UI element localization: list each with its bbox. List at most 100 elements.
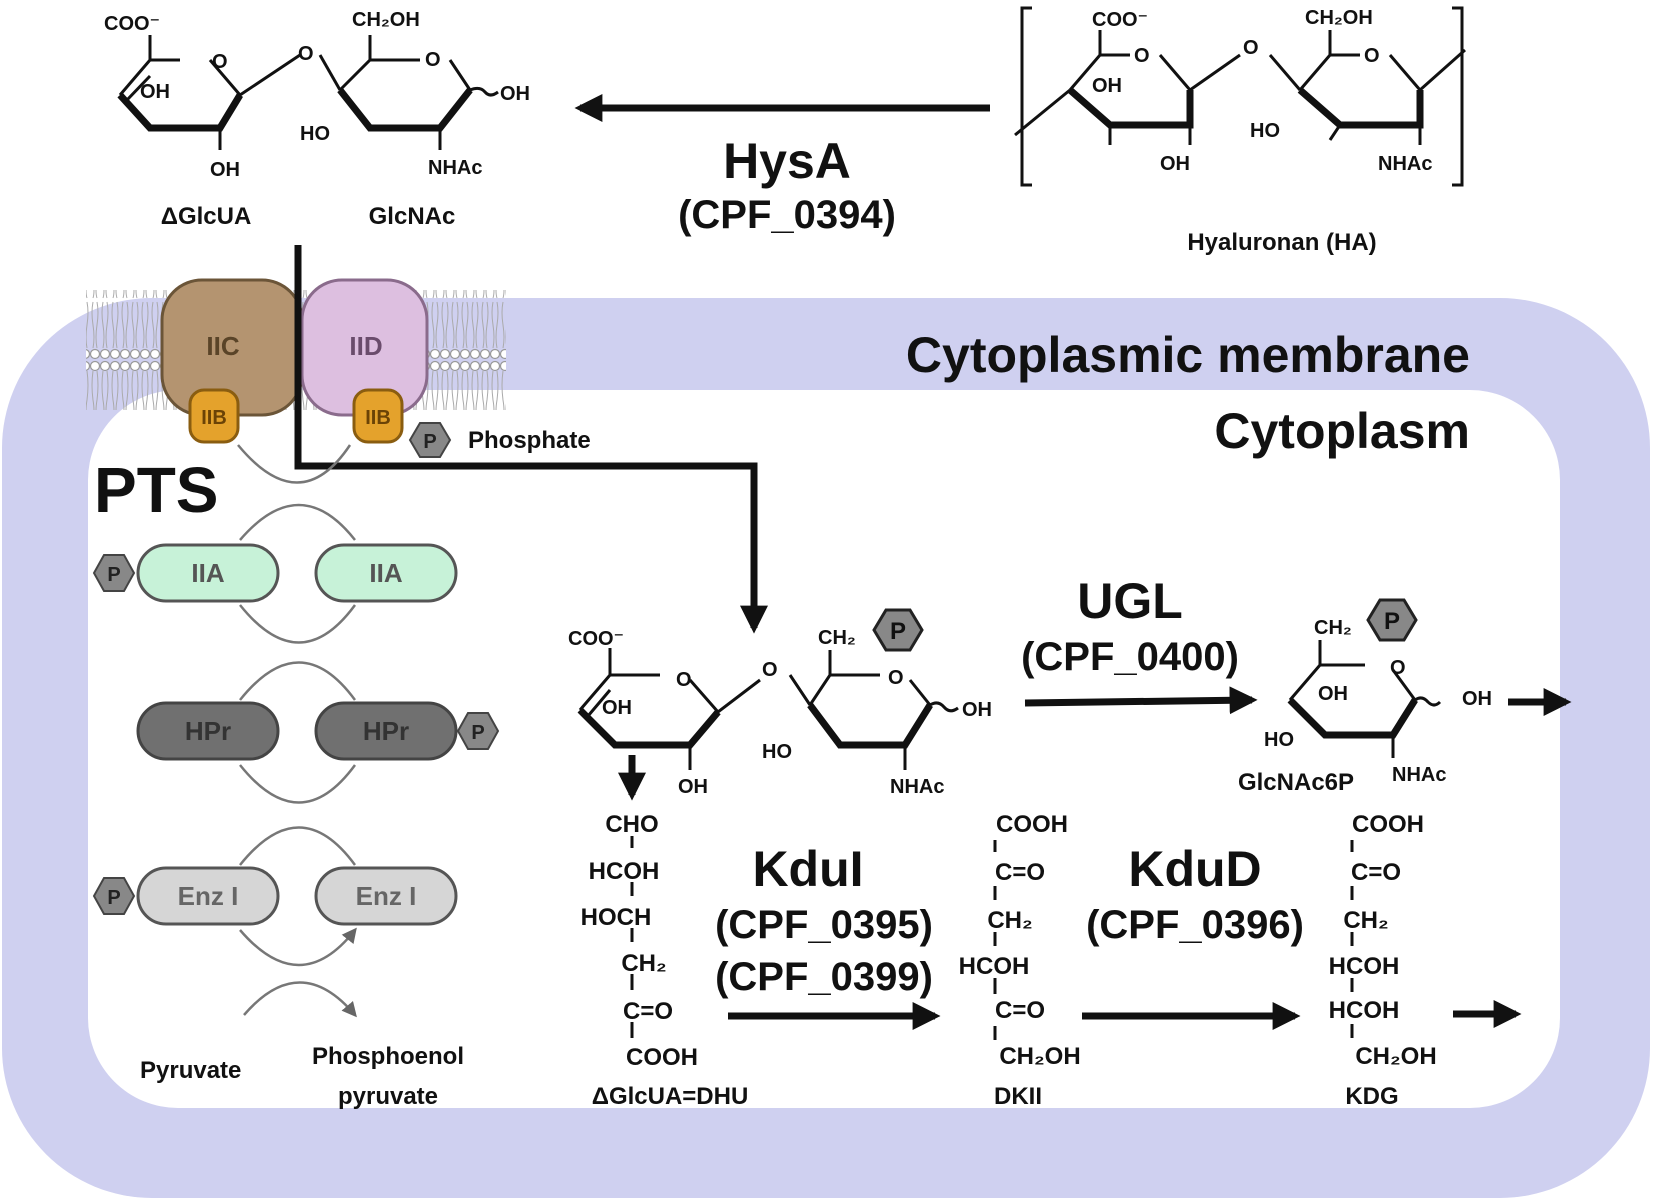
kdud-id: (CPF_0396) xyxy=(1086,903,1304,947)
iib-right xyxy=(352,388,404,444)
ds-nhac: NHAc xyxy=(428,157,482,179)
iib-left xyxy=(188,388,240,444)
enzi-right xyxy=(314,866,458,926)
phosphate-hexagon-iib xyxy=(408,422,452,458)
cytoplasm-label: Cytoplasm xyxy=(1214,403,1470,459)
hyaluronan-structure: COO⁻ O O CH₂OH O OH OH HO NHAc Hyalurona… xyxy=(1014,6,1466,256)
pd-oh-bottom: OH xyxy=(678,776,708,798)
kdg-line-1: COOH xyxy=(1352,811,1424,838)
phosphate-p-hpr: P xyxy=(471,722,484,744)
dhu-line-5: C=O xyxy=(623,998,673,1025)
pep-label-2: pyruvate xyxy=(338,1083,438,1110)
ugl-name: UGL xyxy=(1077,573,1183,629)
ha-ho: HO xyxy=(1250,120,1280,142)
hysa-name: HysA xyxy=(723,133,851,189)
ds-glycosidic-o: O xyxy=(298,43,314,65)
hyaluronan-label: Hyaluronan (HA) xyxy=(1187,229,1376,256)
glcnac6p-structure: CH₂ P O OH OH HO NHAc GlcNAc6P xyxy=(1238,598,1572,796)
pd-nhac: NHAc xyxy=(890,776,944,798)
dhu-line-6: COOH xyxy=(626,1044,698,1071)
iic-label: IIC xyxy=(206,331,239,361)
kdg-line-6: CH₂OH xyxy=(1355,1043,1436,1070)
g6p-oh-right: OH xyxy=(1462,688,1492,710)
pts-transporter: IIC IID IIB IIB P Phosphate PTS IIA IIA … xyxy=(92,245,768,1110)
dkii-line-3: CH₂ xyxy=(987,907,1032,934)
pd-glycosidic-o: O xyxy=(762,659,778,681)
iib-right-label: IIB xyxy=(365,407,391,429)
kdui-id-1: (CPF_0395) xyxy=(715,903,933,947)
dhu-line-3: HOCH xyxy=(581,904,652,931)
kdg-line-2: C=O xyxy=(1351,859,1401,886)
ha-oh-bottom: OH xyxy=(1160,153,1190,175)
iia-left-label: IIA xyxy=(191,558,224,588)
dkii-structure: COOH C=O CH₂ HCOH C=O CH₂OH DKII xyxy=(959,811,1081,1110)
dkii-line-6: CH₂OH xyxy=(999,1043,1080,1070)
dkii-line-2: C=O xyxy=(995,859,1045,886)
iia-right-label: IIA xyxy=(369,558,402,588)
phosphate-hexagon-hpr xyxy=(456,712,500,750)
g6p-ch2: CH₂ xyxy=(1314,617,1352,639)
pd-coo: COO⁻ xyxy=(568,628,624,650)
iid-label: IID xyxy=(349,331,382,361)
phosphate-p-iib: P xyxy=(423,431,436,453)
ha-ring-o1: O xyxy=(1134,45,1150,67)
kdui-name: KduI xyxy=(752,841,863,897)
pd-phosphate-p: P xyxy=(890,618,906,645)
phospho-disaccharide-structure: COO⁻ O O CH₂ P O OH OH OH HO NHAc xyxy=(568,608,992,801)
pd-ring-o2: O xyxy=(888,667,904,689)
pd-oh-left: OH xyxy=(602,697,632,719)
ds-coo: COO⁻ xyxy=(104,13,160,35)
kdud-name: KduD xyxy=(1128,841,1261,897)
g6p-ho: HO xyxy=(1264,729,1294,751)
ds-ho: HO xyxy=(300,123,330,145)
kdg-structure: COOH C=O CH₂ HCOH HCOH CH₂OH KDG xyxy=(1329,811,1437,1110)
ha-ch2oh: CH₂OH xyxy=(1305,7,1373,29)
g6p-ring-o: O xyxy=(1390,657,1406,679)
g6p-nhac: NHAc xyxy=(1392,764,1446,786)
iib-left-label: IIB xyxy=(201,407,227,429)
ha-glycosidic-o: O xyxy=(1243,37,1259,59)
hpr-left xyxy=(136,701,280,761)
phosphate-label: Phosphate xyxy=(468,427,591,454)
pd-ho: HO xyxy=(762,741,792,763)
hpr-right xyxy=(314,701,458,761)
dkii-line-5: C=O xyxy=(995,997,1045,1024)
dhu-line-4: CH₂ xyxy=(621,950,666,977)
ha-nhac: NHAc xyxy=(1378,153,1432,175)
phosphate-p-iia: P xyxy=(107,564,120,586)
pd-ch2: CH₂ xyxy=(818,627,856,649)
phosphate-hexagon-iia xyxy=(92,554,136,592)
kdg-line-3: CH₂ xyxy=(1343,907,1388,934)
kdg-label: KDG xyxy=(1345,1083,1398,1110)
ds-oh-bottom: OH xyxy=(210,159,240,181)
ugl-id: (CPF_0400) xyxy=(1021,635,1239,679)
hysa-id: (CPF_0394) xyxy=(678,193,896,237)
enzi-left xyxy=(136,866,280,926)
loop-hpr-enzi xyxy=(239,764,357,804)
ha-coo: COO⁻ xyxy=(1092,9,1148,31)
phosphate-hexagon-enzi xyxy=(92,877,136,915)
iia-right xyxy=(314,543,458,603)
dhu-line-1: CHO xyxy=(605,811,658,838)
g6p-oh-ring: OH xyxy=(1318,683,1348,705)
g6p-phosphate-hexagon xyxy=(1366,598,1418,642)
loop-iib-iia xyxy=(237,444,352,484)
ds-ch2oh: CH₂OH xyxy=(352,9,420,31)
pep-label-1: Phosphoenol xyxy=(312,1043,464,1070)
ds-oh-right: OH xyxy=(500,83,530,105)
dglcua-label: ΔGlcUA xyxy=(161,203,252,230)
pts-title: PTS xyxy=(94,454,218,526)
kdg-line-5: HCOH xyxy=(1329,997,1400,1024)
kdui-id-2: (CPF_0399) xyxy=(715,955,933,999)
cytoplasmic-membrane-label: Cytoplasmic membrane xyxy=(906,327,1470,383)
ha-ring-o2: O xyxy=(1364,45,1380,67)
loop-enzi-pep xyxy=(239,927,357,967)
loop-iia-hpr xyxy=(239,604,357,644)
pd-phosphate-hexagon xyxy=(872,608,924,652)
iia-left xyxy=(136,543,280,603)
ds-oh-left: OH xyxy=(140,81,170,103)
hpr-left-label: HPr xyxy=(185,716,231,746)
ha-oh-left: OH xyxy=(1092,75,1122,97)
enzi-left-label: Enz I xyxy=(178,881,239,911)
dhu-line-2: HCOH xyxy=(589,858,660,885)
